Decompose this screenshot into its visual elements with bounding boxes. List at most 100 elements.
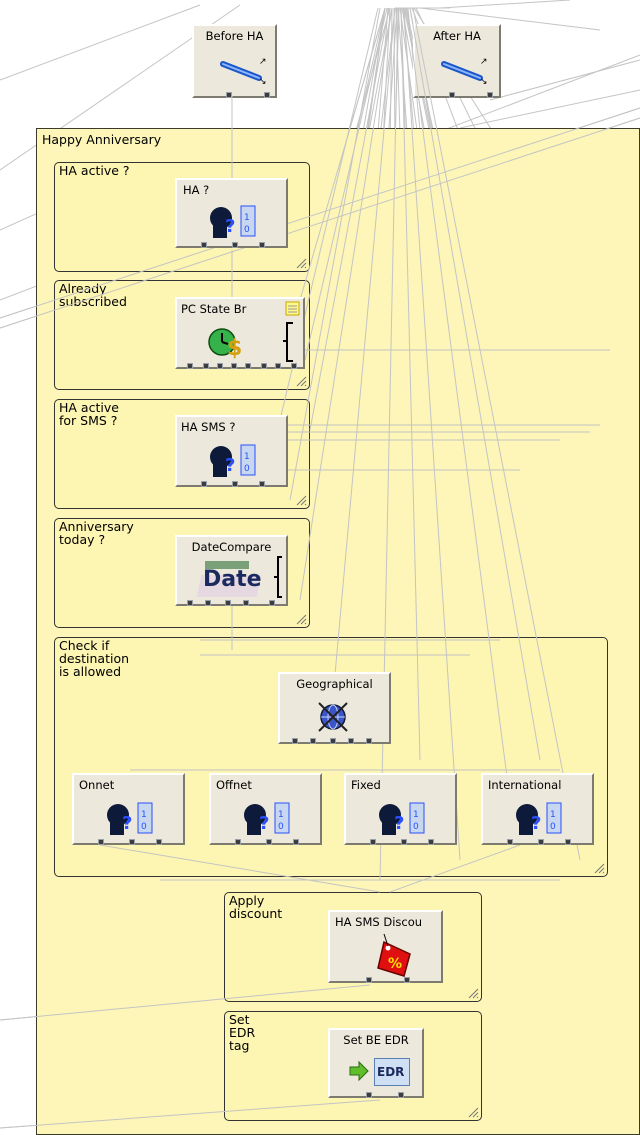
output-port[interactable]	[487, 92, 493, 98]
svg-text:0: 0	[550, 822, 556, 832]
output-port[interactable]	[261, 363, 267, 369]
resize-grip-icon[interactable]	[296, 495, 307, 506]
output-port[interactable]	[401, 839, 407, 845]
output-port[interactable]	[231, 363, 237, 369]
output-port[interactable]	[243, 600, 249, 606]
output-port[interactable]	[330, 738, 336, 744]
group-label: Check if destination is allowed	[59, 638, 130, 679]
group-label: HA active for SMS ?	[59, 400, 119, 428]
output-port[interactable]	[203, 363, 209, 369]
output-port[interactable]	[428, 839, 434, 845]
output-port[interactable]	[232, 242, 238, 248]
node-title: Set BE EDR	[343, 1033, 409, 1047]
edr-icon-text: EDR	[377, 1065, 405, 1079]
input-port[interactable]	[507, 839, 513, 845]
output-port[interactable]	[348, 738, 354, 744]
svg-text:$: $	[227, 336, 242, 359]
input-port[interactable]	[449, 92, 455, 98]
svg-text:1: 1	[413, 810, 419, 820]
date-icon-text: Date	[203, 567, 262, 592]
output-port[interactable]	[217, 363, 223, 369]
resize-grip-icon[interactable]	[296, 614, 307, 625]
group-label: Anniversary today ?	[59, 519, 134, 547]
ha-sms-discount-node[interactable]: HA SMS Discou %	[328, 910, 443, 983]
output-port[interactable]	[129, 839, 135, 845]
node-title: PC State Br	[181, 302, 247, 316]
set-be-edr-node[interactable]: Set BE EDR EDR	[328, 1028, 424, 1098]
svg-text:1: 1	[278, 810, 284, 820]
output-port[interactable]	[266, 839, 272, 845]
globe-icon	[318, 702, 348, 732]
ha-sms-question-node[interactable]: HA SMS ? ? 1 0	[175, 415, 288, 487]
decision-head-icon: ? 1 0	[107, 802, 153, 835]
output-port[interactable]	[565, 839, 571, 845]
output-port[interactable]	[310, 738, 316, 744]
node-title: Fixed	[351, 778, 381, 792]
input-port[interactable]	[366, 1092, 372, 1098]
input-port[interactable]	[187, 600, 193, 606]
svg-text:?: ?	[259, 813, 269, 834]
input-port[interactable]	[370, 839, 376, 845]
input-port[interactable]	[366, 977, 372, 983]
output-port[interactable]	[293, 839, 299, 845]
output-port[interactable]	[232, 481, 238, 487]
resize-grip-icon[interactable]	[468, 1107, 479, 1118]
input-port[interactable]	[226, 92, 232, 98]
output-port[interactable]	[259, 481, 265, 487]
resize-grip-icon[interactable]	[296, 376, 307, 387]
international-node[interactable]: International ? 1 0	[481, 773, 594, 845]
input-port[interactable]	[201, 481, 207, 487]
node-title: HA SMS Discou	[335, 915, 423, 929]
output-port[interactable]	[275, 363, 281, 369]
group-label: Happy Anniversary	[42, 132, 162, 147]
note-icon[interactable]	[285, 301, 301, 317]
svg-text:?: ?	[531, 813, 541, 834]
svg-text:1: 1	[141, 810, 147, 820]
geographical-node[interactable]: Geographical	[278, 672, 391, 744]
input-port[interactable]	[187, 363, 193, 369]
pc-state-branch-node[interactable]: PC State Br $	[175, 297, 305, 369]
output-port[interactable]	[205, 600, 211, 606]
wand-icon: ↗ ↘	[220, 57, 267, 86]
svg-text:↘: ↘	[259, 77, 267, 86]
before-ha-node[interactable]: Before HA ↗ ↘	[192, 24, 277, 98]
date-compare-node[interactable]: DateCompare Date	[175, 535, 288, 606]
input-port[interactable]	[201, 242, 207, 248]
group-label: Already subscribed	[59, 281, 127, 309]
output-port[interactable]	[538, 839, 544, 845]
decision-head-icon: ? 1 0	[516, 802, 562, 835]
onnet-node[interactable]: Onnet ? 1 0	[72, 773, 185, 845]
resize-grip-icon[interactable]	[296, 258, 307, 269]
resize-grip-icon[interactable]	[594, 863, 605, 874]
input-port[interactable]	[292, 738, 298, 744]
output-port[interactable]	[404, 977, 410, 983]
date-icon: Date	[196, 561, 262, 599]
node-title: HA SMS ?	[181, 420, 236, 434]
output-port[interactable]	[269, 600, 275, 606]
after-ha-node[interactable]: After HA ↗ ↘	[413, 24, 501, 98]
resize-grip-icon[interactable]	[468, 988, 479, 999]
input-port[interactable]	[235, 839, 241, 845]
node-title: Before HA	[205, 29, 264, 43]
bracket-icon	[274, 556, 282, 598]
svg-text:↗: ↗	[259, 57, 267, 67]
ha-question-node[interactable]: HA ? ? 1 0	[175, 178, 288, 248]
output-port[interactable]	[291, 363, 297, 369]
output-port[interactable]	[259, 242, 265, 248]
output-port[interactable]	[264, 92, 270, 98]
decision-head-icon: ? 1 0	[210, 444, 256, 477]
svg-text:0: 0	[413, 822, 419, 832]
edr-table-icon: EDR	[374, 1058, 410, 1086]
output-port[interactable]	[225, 600, 231, 606]
input-port[interactable]	[98, 839, 104, 845]
offnet-node[interactable]: Offnet ? 1 0	[209, 773, 322, 845]
svg-text:0: 0	[141, 822, 147, 832]
output-port[interactable]	[245, 363, 251, 369]
node-title: HA ?	[183, 183, 210, 197]
output-port[interactable]	[366, 738, 372, 744]
output-port[interactable]	[398, 1092, 404, 1098]
output-port[interactable]	[156, 839, 162, 845]
svg-text:1: 1	[244, 213, 250, 223]
fixed-node[interactable]: Fixed ? 1 0	[344, 773, 457, 845]
